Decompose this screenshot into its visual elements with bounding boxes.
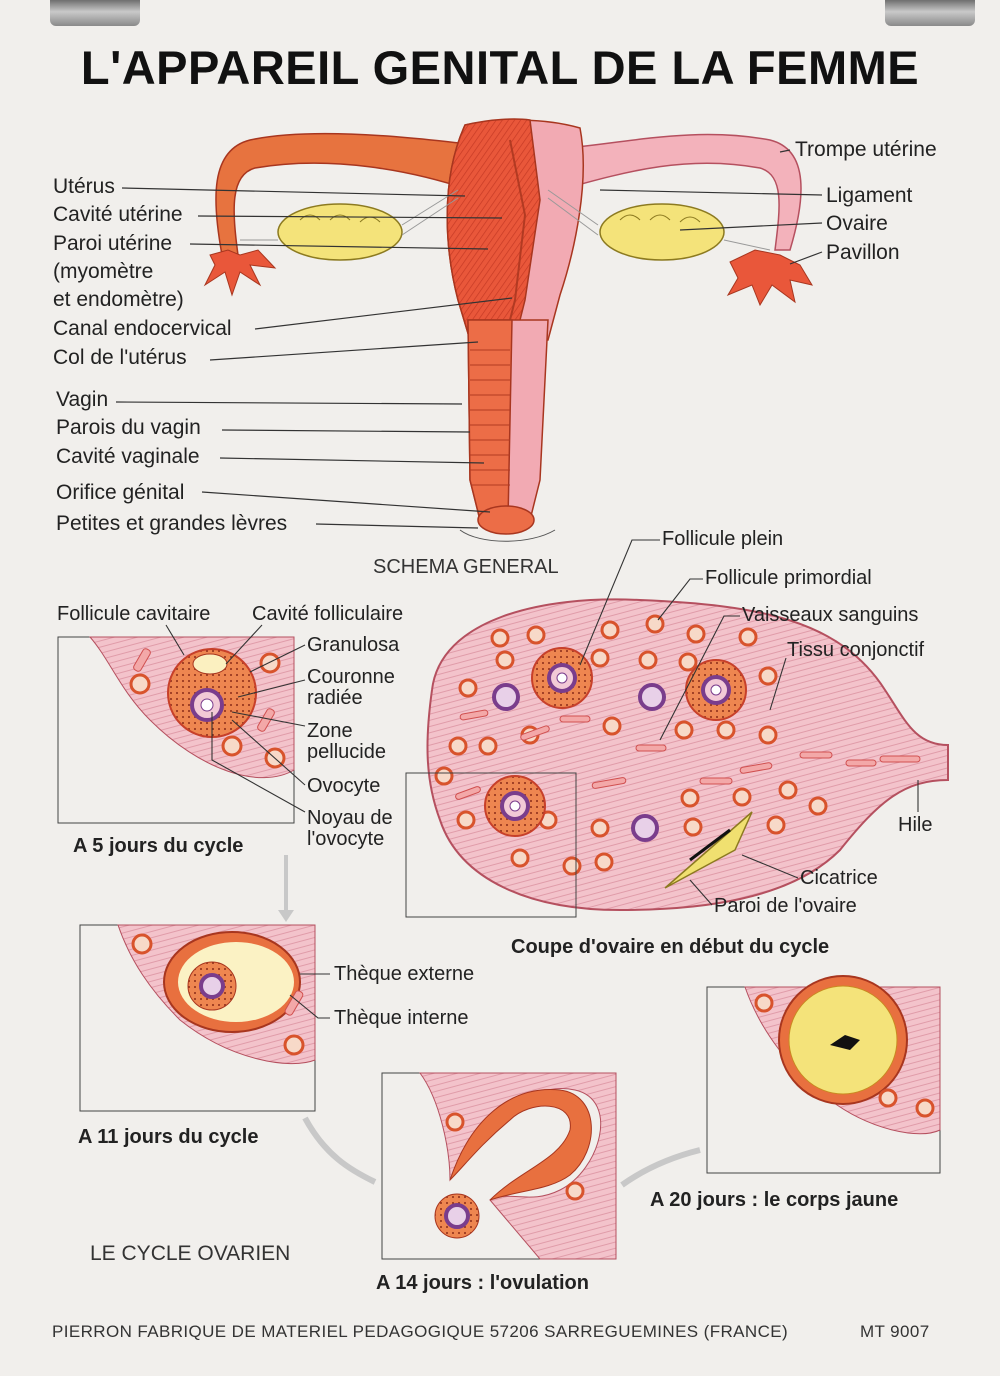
ovarian-cycle-title: LE CYCLE OVARIEN: [90, 1242, 291, 1265]
label-ligament: Ligament: [826, 184, 913, 207]
label-oocyte: Ovocyte: [307, 775, 381, 797]
label-primordial-follicle: Follicule primordial: [705, 567, 872, 589]
leader-lines: [115, 149, 823, 529]
label-connective-tissue: Tissu conjonctif: [787, 639, 925, 661]
label-uterine-wall: Paroi utérine: [53, 232, 173, 255]
label-zona-pellucida-2: pellucide: [307, 741, 386, 763]
footer-publisher: PIERRON FABRIQUE DE MATERIEL PEDAGOGIQUE…: [52, 1322, 789, 1341]
poster-title: L'APPAREIL GENITAL DE LA FEMME: [80, 41, 920, 94]
day14-caption: A 14 jours : l'ovulation: [376, 1272, 589, 1294]
right-binder-clip: [885, 0, 975, 26]
label-scar: Cicatrice: [800, 867, 878, 889]
day20-illustration: [706, 975, 941, 1174]
uterus-illustration: [203, 118, 814, 542]
day11-caption: A 11 jours du cycle: [78, 1126, 259, 1148]
label-ovary-wall: Paroi de l'ovaire: [714, 895, 857, 917]
label-uterine-cavity: Cavité utérine: [53, 203, 183, 226]
label-corona-radiata-1: Couronne: [307, 666, 395, 688]
ovary-section-illustration: [405, 539, 949, 918]
label-oocyte-nucleus-1: Noyau de: [307, 807, 393, 829]
label-granulosa: Granulosa: [307, 634, 400, 656]
general-schema-caption: SCHEMA GENERAL: [373, 556, 559, 578]
label-full-follicle: Follicule plein: [662, 528, 784, 550]
label-endometrium: et endomètre): [53, 288, 184, 311]
label-vaginal-walls: Parois du vagin: [56, 416, 201, 439]
label-labia: Petites et grandes lèvres: [56, 512, 288, 535]
full-follicle-marks: [484, 647, 747, 842]
label-ovary: Ovaire: [826, 212, 888, 235]
day5-illustration: [57, 624, 306, 922]
label-corona-radiata-2: radiée: [307, 687, 363, 709]
label-vagina: Vagin: [56, 388, 109, 411]
label-vaginal-cavity: Cavité vaginale: [56, 445, 200, 468]
left-binder-clip: [50, 0, 140, 26]
label-oocyte-nucleus-2: l'ovocyte: [307, 828, 385, 850]
label-genital-orifice: Orifice génital: [56, 481, 185, 504]
label-uterus: Utérus: [53, 175, 115, 198]
label-follicular-cavity: Cavité folliculaire: [252, 603, 404, 625]
label-endocervical-canal: Canal endocervical: [53, 317, 232, 340]
day5-caption: A 5 jours du cycle: [73, 835, 244, 857]
label-cavitary-follicle: Follicule cavitaire: [57, 603, 211, 625]
label-theca-externa: Thèque externe: [334, 963, 475, 985]
label-theca-interna: Thèque interne: [334, 1007, 469, 1029]
label-blood-vessels: Vaisseaux sanguins: [742, 604, 919, 626]
label-myometrium: (myomètre: [53, 260, 154, 283]
day14-illustration: [381, 1072, 701, 1260]
label-cervix: Col de l'utérus: [53, 346, 187, 369]
label-hilum: Hile: [898, 814, 933, 836]
label-zona-pellucida-1: Zone: [307, 720, 353, 742]
day11-illustration: [79, 924, 377, 1185]
ovary-section-caption: Coupe d'ovaire en début du cycle: [511, 936, 830, 958]
label-infundibulum: Pavillon: [826, 241, 900, 264]
day20-caption: A 20 jours : le corps jaune: [650, 1189, 899, 1211]
label-fallopian-tube: Trompe utérine: [795, 138, 937, 161]
footer-code: MT 9007: [860, 1322, 930, 1341]
